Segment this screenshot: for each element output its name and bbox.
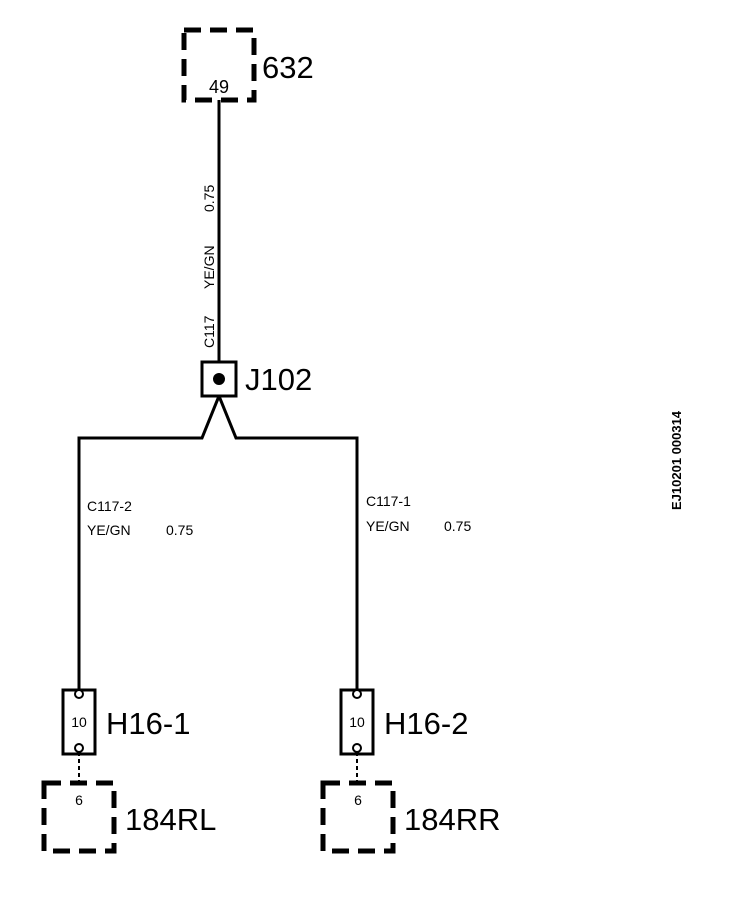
wire-left: [77, 395, 221, 690]
connector-h16-1: 10 H16-1: [61, 688, 190, 756]
document-id: EJ10201 000314: [669, 410, 684, 510]
connector-h16-2-pin-top: [352, 689, 362, 699]
connector-h16-2-pin-bottom: [352, 743, 362, 753]
connector-h16-2: 10 H16-2: [339, 688, 468, 756]
connector-h16-1-pin-top: [74, 689, 84, 699]
component-184rl-label: 184RL: [125, 802, 216, 837]
connector-h16-1-label: H16-1: [106, 706, 190, 741]
wire-main-color-group: YE/GN: [201, 245, 217, 289]
wire-main-size: 0.75: [201, 185, 217, 212]
junction-j102-label: J102: [245, 362, 312, 397]
document-id-group: EJ10201 000314: [669, 410, 684, 510]
component-184rr-pin: 6: [354, 792, 362, 808]
component-184rl-outline: [41, 780, 117, 854]
wire-main-color: YE/GN: [201, 245, 217, 289]
wire-left-size: 0.75: [166, 522, 193, 538]
wire-left-circuit: C117-2: [87, 498, 132, 514]
wire-right-size: 0.75: [444, 518, 471, 534]
component-632-outline: [181, 27, 257, 103]
junction-j102: J102: [200, 360, 312, 398]
connector-h16-2-label: H16-2: [384, 706, 468, 741]
component-184rl-pin: 6: [75, 792, 83, 808]
component-632: 49 632: [181, 27, 314, 103]
wire-left-color: YE/GN: [87, 522, 131, 538]
wire-main-circuit: C117: [201, 315, 217, 348]
wire-right-color: YE/GN: [366, 518, 410, 534]
wire-right-circuit: C117-1: [366, 493, 411, 509]
component-184rr-outline: [320, 780, 396, 854]
component-184rl: 6 184RL: [41, 780, 216, 854]
component-184rr: 6 184RR: [320, 780, 501, 854]
wire-main-label: C117: [201, 315, 217, 348]
junction-j102-dot: [213, 373, 225, 385]
connector-h16-2-pin: 10: [349, 714, 365, 730]
connector-h16-1-pin: 10: [71, 714, 87, 730]
wire-right: [217, 395, 359, 690]
component-184rr-label: 184RR: [404, 802, 501, 837]
component-632-pin: 49: [209, 77, 229, 97]
component-632-label: 632: [262, 50, 314, 85]
wire-main-size-group: 0.75: [201, 185, 217, 212]
connector-h16-1-pin-bottom: [74, 743, 84, 753]
